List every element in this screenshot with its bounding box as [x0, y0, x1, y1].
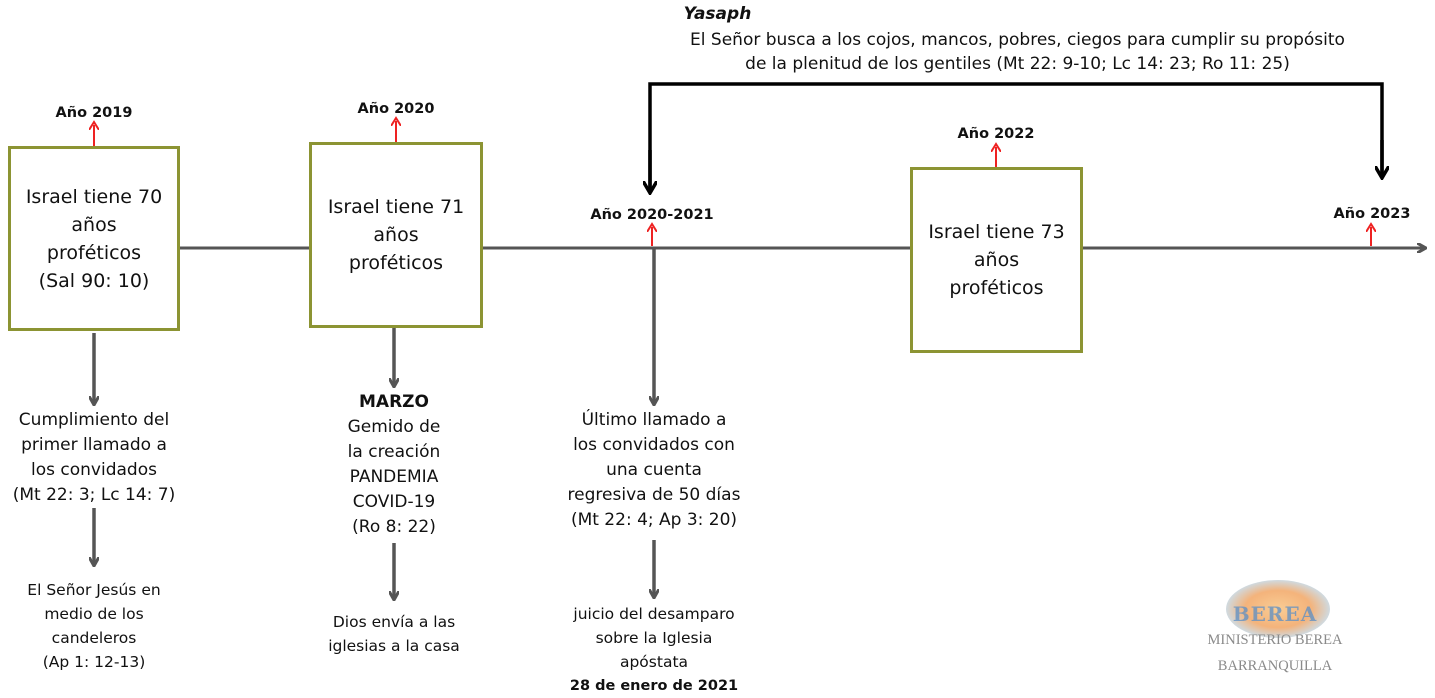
- note-line: una cuenta: [606, 460, 702, 480]
- box-israel-70: Israel tiene 70 años proféticos (Sal 90:…: [8, 146, 180, 331]
- note-line: Dios envía a las: [332, 613, 456, 631]
- box-2022-line: proféticos: [949, 277, 1044, 299]
- note-date: 28 de enero de 2021: [569, 678, 739, 694]
- note-line: juicio del desamparo: [573, 605, 735, 623]
- box-2019-line: Israel tiene 70: [25, 185, 163, 208]
- box-2019-line: años: [71, 213, 117, 236]
- yasaph-bracket: [648, 82, 1384, 192]
- note-2020-churches-home: Dios envía a las iglesias a la casa: [294, 610, 494, 658]
- note-line: (Ro 8: 22): [352, 517, 436, 537]
- note-2021-last-call: Último llamado a los convidados con una …: [539, 408, 769, 533]
- logo-line-city: BARRANQUILLA: [1217, 658, 1333, 674]
- note-line: sobre la Iglesia: [595, 629, 713, 647]
- dove-emblem-icon: [1226, 580, 1330, 638]
- note-line: (Mt 22: 4; Ap 3: 20): [570, 510, 738, 530]
- box-2020-line: proféticos: [348, 252, 444, 274]
- note-2019-candlesticks: El Señor Jesús en medio de los candelero…: [0, 578, 194, 674]
- note-line: candeleros: [51, 629, 137, 647]
- header-line-2: de la plenitud de los gentiles (Mt 22: 9…: [745, 54, 1290, 74]
- box-israel-73: Israel tiene 73 años proféticos: [910, 167, 1083, 353]
- note-line: El Señor Jesús en: [27, 581, 161, 599]
- year-label-2023: Año 2023: [1333, 206, 1411, 222]
- note-line: medio de los: [44, 605, 144, 623]
- note-2019-first-call: Cumplimiento del primer llamado a los co…: [0, 408, 194, 508]
- year-label-2022: Año 2022: [957, 126, 1035, 142]
- note-line: los convidados: [31, 460, 157, 480]
- note-2020-pandemic: MARZO Gemido de la creación PANDEMIA COV…: [294, 390, 494, 540]
- note-line: iglesias a la casa: [328, 637, 460, 655]
- box-2022-line: años: [973, 249, 1020, 271]
- note-line: (Mt 22: 3; Lc 14: 7): [12, 485, 176, 505]
- year-label-2019: Año 2019: [55, 105, 133, 121]
- box-2020-line: Israel tiene 71: [327, 196, 465, 218]
- note-line: Cumplimiento del: [18, 410, 170, 430]
- note-line: Gemido de: [347, 417, 441, 437]
- note-line: PANDEMIA: [349, 467, 439, 487]
- note-line: (Ap 1: 12-13): [42, 653, 146, 671]
- logo-word: BEREA: [1232, 602, 1318, 626]
- note-line: regresiva de 50 días: [567, 485, 741, 505]
- logo-line-ministry: MINISTERIO BEREA: [1207, 632, 1343, 648]
- note-line: la creación: [347, 442, 441, 462]
- box-2019-line: (Sal 90: 10): [38, 269, 150, 292]
- note-line: Último llamado a: [581, 410, 727, 430]
- box-2022-line: Israel tiene 73: [928, 221, 1065, 243]
- year-label-2020: Año 2020: [357, 101, 435, 117]
- header-line-1: El Señor busca a los cojos, mancos, pobr…: [690, 30, 1345, 50]
- box-2019-line: proféticos: [46, 241, 142, 264]
- berea-logo: BEREA MINISTERIO BEREA BARRANQUILLA: [1200, 560, 1350, 680]
- note-line: primer llamado a: [21, 435, 167, 455]
- header-title: Yasaph: [683, 4, 752, 24]
- note-2021-judgment: juicio del desamparo sobre la Iglesia ap…: [539, 602, 769, 698]
- note-line: COVID-19: [352, 492, 436, 512]
- note-line: apóstata: [619, 653, 689, 671]
- note-title-marzo: MARZO: [359, 392, 429, 412]
- year-label-2020-2021: Año 2020-2021: [590, 207, 714, 223]
- box-2020-line: años: [373, 224, 419, 246]
- note-line: los convidados con: [573, 435, 735, 455]
- box-israel-71: Israel tiene 71 años proféticos: [309, 142, 483, 328]
